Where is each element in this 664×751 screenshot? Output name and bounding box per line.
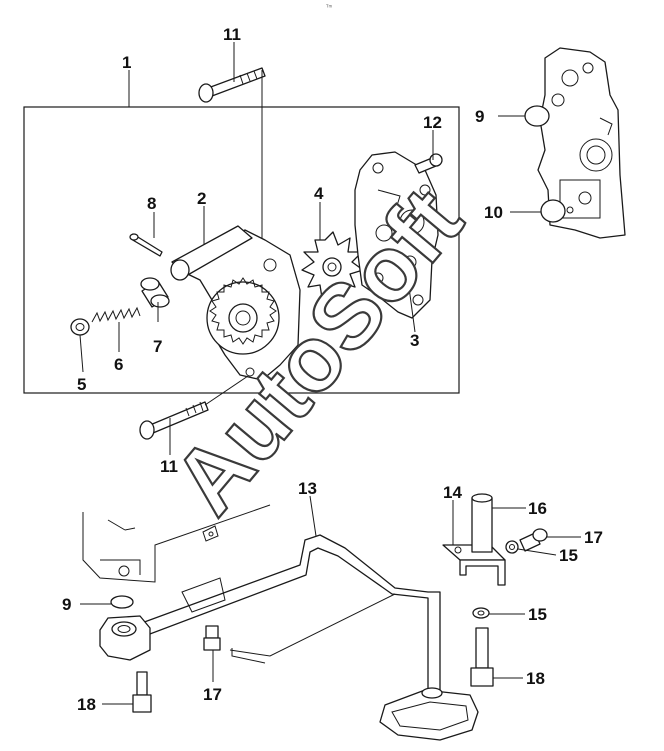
bolt-18-right	[470, 627, 494, 687]
bolt-11-upper	[198, 67, 266, 103]
bolt-11-lower-leader	[204, 375, 249, 406]
suction-pipe-13	[127, 534, 479, 741]
watermark-text: AutoSoft	[154, 170, 482, 533]
washer-15-lower	[472, 607, 490, 619]
corner-mark: ᵀᵐ	[326, 4, 333, 11]
callout-labels: 1 11 12 2 8 4 3 7 6 5 11 9 10 13 14 16 1…	[62, 25, 603, 714]
cover-plate-3	[354, 151, 439, 319]
plug-9-upper	[524, 105, 550, 127]
callout-4: 4	[314, 184, 324, 203]
spring-6	[91, 306, 141, 323]
callout-18-left: 18	[77, 695, 96, 714]
callout-8: 8	[147, 194, 156, 213]
leader-lines	[79, 42, 581, 705]
callout-1: 1	[122, 53, 131, 72]
callout-15-lower: 15	[528, 605, 547, 624]
callout-2: 2	[197, 189, 206, 208]
washer-5	[70, 318, 90, 336]
callout-16: 16	[528, 499, 547, 518]
sleeve-16	[471, 493, 493, 553]
plunger-7	[140, 277, 170, 308]
callout-11-lower: 11	[160, 457, 178, 476]
plug-10	[540, 199, 566, 223]
callout-3: 3	[410, 331, 419, 350]
callout-7: 7	[153, 337, 162, 356]
callout-15-upper: 15	[559, 546, 578, 565]
bolt-11-lower	[139, 401, 209, 440]
stud-17-right	[519, 528, 548, 552]
o-ring-9-lower	[110, 595, 134, 609]
callout-11-upper: 11	[223, 25, 241, 44]
assembly-box	[23, 106, 460, 394]
stud-17-left	[203, 625, 221, 651]
engine-block-fragment	[537, 47, 626, 239]
bolt-18-left	[132, 671, 152, 713]
callout-17-left: 17	[203, 685, 222, 704]
callout-14: 14	[443, 483, 462, 502]
callout-6: 6	[114, 355, 123, 374]
callout-10: 10	[484, 203, 503, 222]
callout-9-upper: 9	[475, 107, 484, 126]
screw-12	[414, 153, 443, 174]
pipe-flange	[99, 615, 151, 661]
callout-13: 13	[298, 479, 317, 498]
washer-15-upper	[505, 540, 519, 554]
callout-18-right: 18	[526, 669, 545, 688]
callout-5: 5	[77, 375, 86, 394]
rotor-4	[301, 231, 364, 299]
block-outline-lower	[82, 504, 271, 583]
pump-body-2	[170, 225, 301, 381]
callout-12: 12	[423, 113, 442, 132]
callout-17-right: 17	[584, 528, 603, 547]
callout-9-lower: 9	[62, 595, 71, 614]
pin-8	[129, 233, 163, 257]
